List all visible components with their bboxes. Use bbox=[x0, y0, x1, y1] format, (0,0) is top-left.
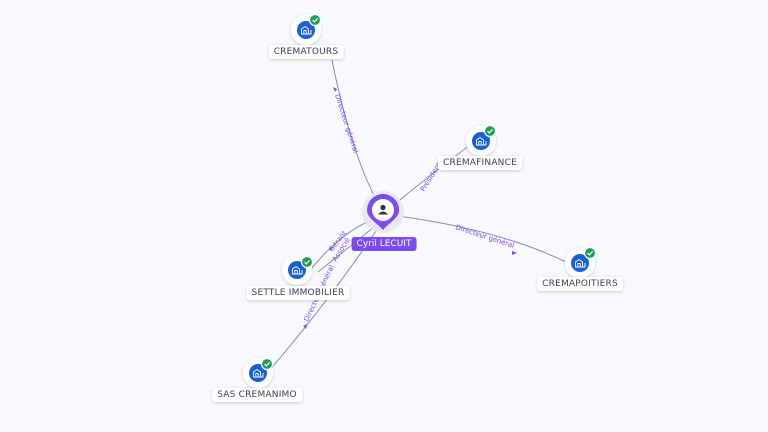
edge-arrow bbox=[329, 247, 333, 251]
person-node[interactable] bbox=[362, 191, 404, 233]
company-label-settle[interactable]: SETTLE IMMOBILIER bbox=[246, 286, 350, 300]
building-icon bbox=[253, 368, 264, 378]
person-name-label[interactable]: Cyril LECUIT bbox=[351, 237, 417, 251]
company-node-cremapoitiers[interactable] bbox=[565, 246, 597, 279]
check-icon bbox=[264, 361, 271, 367]
building-icon bbox=[476, 136, 487, 146]
company-node-settle[interactable] bbox=[282, 255, 314, 285]
check-icon bbox=[587, 250, 594, 256]
edge-crematours bbox=[331, 59, 384, 213]
edge-arrow bbox=[512, 251, 517, 255]
edge-cremapoitiers bbox=[397, 215, 567, 263]
building-icon bbox=[575, 258, 586, 268]
building-icon bbox=[301, 25, 312, 35]
edge-arrow bbox=[303, 324, 307, 329]
company-node-crematours[interactable] bbox=[291, 13, 322, 46]
edge-label-cremapoitiers: Directeur général bbox=[454, 223, 515, 250]
company-label-cremapoitiers[interactable]: CREMAPOITIERS bbox=[537, 277, 623, 291]
company-label-cremanimo[interactable]: SAS CREMANIMO bbox=[212, 388, 302, 402]
building-icon bbox=[292, 265, 303, 275]
company-label-cremafinance[interactable]: CREMAFINANCE bbox=[438, 156, 522, 170]
user-icon bbox=[378, 204, 388, 215]
check-icon bbox=[487, 128, 494, 134]
check-icon bbox=[304, 259, 311, 265]
company-node-cremafinance[interactable] bbox=[466, 124, 497, 157]
edge-arrow bbox=[333, 87, 337, 92]
company-node-cremanimo[interactable] bbox=[243, 357, 274, 388]
company-label-crematours[interactable]: CREMATOURS bbox=[268, 45, 344, 59]
edge-label-crematours: Directeur général bbox=[333, 93, 360, 154]
edges bbox=[267, 59, 567, 373]
check-icon bbox=[312, 17, 319, 23]
